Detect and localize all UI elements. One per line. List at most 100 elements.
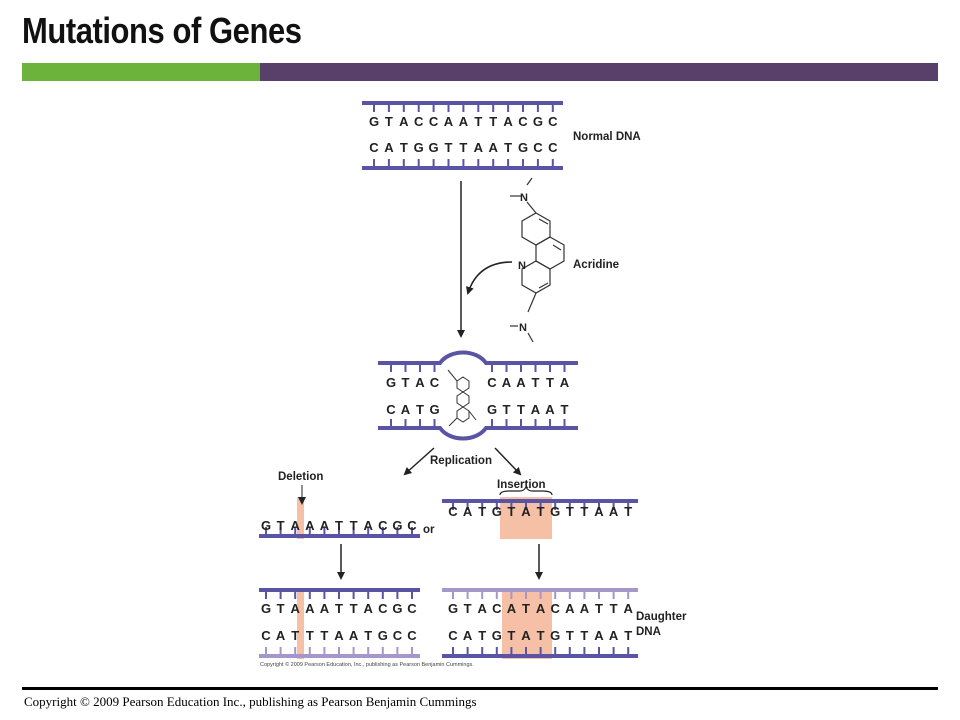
base-letter: T <box>350 601 358 616</box>
base-letter: C <box>430 375 440 390</box>
base-letter: G <box>487 402 497 417</box>
base-letter: A <box>291 518 301 533</box>
normal-dna-top-strand <box>362 101 563 112</box>
base-letter: T <box>595 601 603 616</box>
base-letter: C <box>448 504 458 519</box>
base-letter: A <box>320 601 330 616</box>
base-letter: T <box>320 628 328 643</box>
base-letter: T <box>277 601 285 616</box>
base-letter: A <box>531 402 541 417</box>
base-letter: T <box>306 628 314 643</box>
base-letter: A <box>536 601 546 616</box>
base-letter: G <box>492 504 502 519</box>
base-letter: T <box>385 114 393 129</box>
insertion-brace <box>499 485 553 496</box>
base-letter: C <box>407 601 417 616</box>
base-letter: C <box>551 601 561 616</box>
base-letter: T <box>335 518 343 533</box>
base-letter: T <box>624 628 632 643</box>
base-letter: A <box>594 628 604 643</box>
arrow-replication-right <box>494 447 522 476</box>
base-letter: G <box>550 628 560 643</box>
base-letter: G <box>448 601 458 616</box>
base-letter: T <box>537 504 545 519</box>
slide-title: Mutations of Genes <box>22 10 302 51</box>
base-letter: G <box>392 601 402 616</box>
base-letter: A <box>521 504 531 519</box>
title-accent-bar-green <box>22 63 260 81</box>
figure-copyright: Copyright © 2009 Pearson Education, Inc.… <box>260 661 474 668</box>
base-letter: T <box>580 628 588 643</box>
base-letter: C <box>548 140 558 155</box>
base-letter: A <box>364 601 374 616</box>
base-letter: C <box>378 518 388 533</box>
base-letter: A <box>364 518 374 533</box>
deletion-label: Deletion <box>278 471 323 483</box>
base-letter: T <box>546 375 554 390</box>
base-letter: A <box>521 628 531 643</box>
base-letter: A <box>305 518 315 533</box>
base-letter: A <box>489 140 499 155</box>
arrow-replication-left <box>403 447 435 476</box>
base-letter: C <box>414 114 424 129</box>
base-letter: A <box>502 375 512 390</box>
base-letter: A <box>609 504 619 519</box>
acridine-n-mid: N <box>518 260 526 272</box>
base-letter: C <box>378 601 388 616</box>
base-letter: A <box>507 601 517 616</box>
base-letter: A <box>560 375 570 390</box>
base-letter: C <box>261 628 271 643</box>
footer-copyright: Copyright © 2009 Pearson Education Inc.,… <box>24 694 477 709</box>
base-letter: G <box>429 140 439 155</box>
base-letter: C <box>407 628 417 643</box>
base-letter: T <box>566 504 574 519</box>
base-letter: T <box>459 140 467 155</box>
base-letter: G <box>369 114 379 129</box>
normal-dna-label: Normal DNA <box>573 131 641 143</box>
base-letter: A <box>580 601 590 616</box>
deletion-site-highlight <box>297 497 304 539</box>
base-letter: A <box>305 601 315 616</box>
base-letter: T <box>402 375 410 390</box>
base-letter: T <box>445 140 453 155</box>
base-letter: T <box>507 504 515 519</box>
base-letter: T <box>478 504 486 519</box>
base-letter: T <box>517 402 525 417</box>
base-letter: T <box>566 628 574 643</box>
base-letter: A <box>459 114 469 129</box>
title-accent-bar-purple <box>260 63 938 81</box>
base-letter: A <box>478 601 488 616</box>
base-letter: A <box>320 518 330 533</box>
base-letter: C <box>429 114 439 129</box>
base-letter: A <box>545 402 555 417</box>
acridine-molecule <box>510 177 565 343</box>
normal-dna-bottom-strand <box>362 159 563 170</box>
base-letter: A <box>399 114 409 129</box>
base-letter: T <box>504 140 512 155</box>
daughter-dna-label-line2: DNA <box>636 626 661 638</box>
base-letter: A <box>516 375 526 390</box>
base-letter: T <box>561 402 569 417</box>
base-letter: C <box>518 114 528 129</box>
base-letter: T <box>580 504 588 519</box>
insertion-label: Insertion <box>497 479 546 491</box>
base-letter: T <box>416 402 424 417</box>
base-letter: T <box>350 518 358 533</box>
base-letter: T <box>503 402 511 417</box>
base-letter: T <box>277 518 285 533</box>
base-letter: C <box>533 140 543 155</box>
base-letter: T <box>624 504 632 519</box>
base-letter: C <box>448 628 458 643</box>
base-letter: A <box>276 628 286 643</box>
deletion-strand <box>259 527 420 538</box>
base-letter: T <box>537 628 545 643</box>
base-letter: A <box>349 628 359 643</box>
base-letter: C <box>487 375 497 390</box>
acridine-n-top: N <box>520 192 528 204</box>
base-letter: G <box>261 518 271 533</box>
